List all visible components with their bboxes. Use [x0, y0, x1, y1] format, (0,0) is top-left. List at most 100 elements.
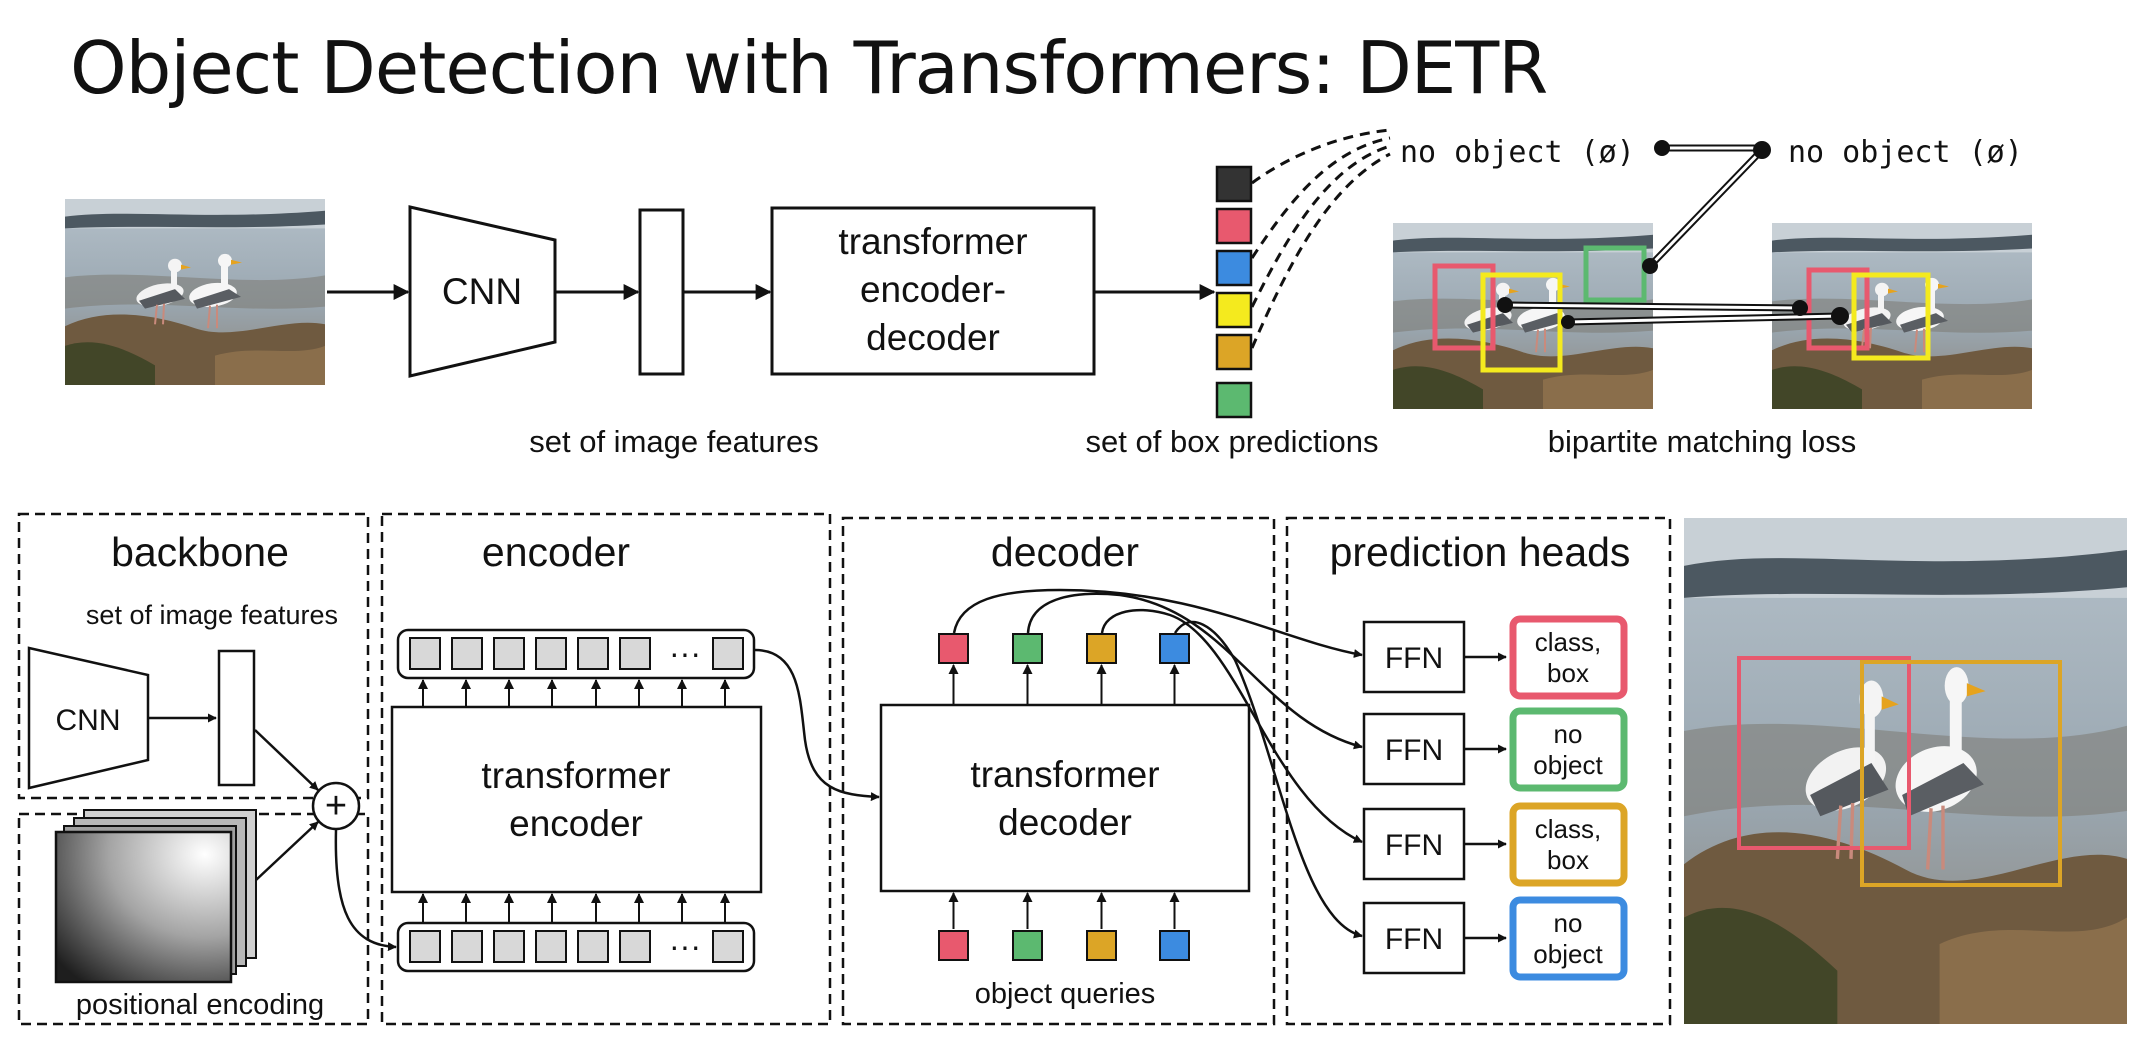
decoder-panel [841, 516, 1276, 1026]
encoder-input-token [535, 930, 567, 963]
encoder-output-token [493, 637, 525, 670]
output-box-gold [1860, 660, 2062, 887]
head-output-line-1: class, [1535, 814, 1601, 844]
encoder-output-ellipsis: ··· [669, 635, 701, 671]
object-queries-label: object queries [975, 978, 1156, 1010]
encoder-transformer-block [390, 705, 763, 894]
prediction-dashed-links [1250, 128, 1391, 349]
decoder-output-embedding [1159, 633, 1190, 664]
encoder-output-token [577, 637, 609, 670]
prediction-square-gold [1215, 333, 1253, 371]
caption-bipartite-matching: bipartite matching loss [1548, 424, 1856, 459]
gt-box-yellow [1851, 272, 1931, 361]
encoder-input-token [619, 930, 651, 963]
object-query [1086, 930, 1117, 961]
encoder-title: encoder [482, 529, 630, 575]
prediction-square-blue [1215, 249, 1253, 287]
top-transformer-line-2: encoder- [860, 269, 1006, 310]
backbone-feature-block [217, 649, 256, 787]
pred-box-green [1583, 245, 1647, 303]
head-output-line-1: no [1554, 719, 1583, 749]
arrow-encoder-to-decoder [754, 648, 880, 802]
encoder-input-token-row [409, 930, 744, 963]
ffn-block [1362, 712, 1466, 786]
decoder-box-line-2: decoder [998, 802, 1132, 843]
output-box-pink [1737, 656, 1911, 850]
head-output-box [1509, 802, 1628, 887]
encoder-input-token [409, 930, 441, 963]
object-query-embeddings [938, 892, 1190, 961]
top-transformer-line-1: transformer [838, 221, 1027, 262]
heads-title: prediction heads [1330, 529, 1631, 575]
decoder-output-embedding [1086, 633, 1117, 664]
ffn-label: FFN [1385, 642, 1443, 675]
top-feature-block [638, 208, 685, 376]
head-output-line-1: class, [1535, 627, 1601, 657]
encoder-output-arrows [418, 679, 730, 706]
arrow-positional-to-sum [255, 821, 319, 881]
matching-dots [1497, 140, 1849, 329]
ffn-label: FFN [1385, 734, 1443, 767]
head-output-box [1509, 707, 1628, 792]
prediction-square-yellow [1215, 291, 1253, 329]
encoder-panel [380, 512, 832, 1026]
object-query [938, 930, 969, 961]
ffn-block [1362, 901, 1466, 975]
decoder-title: decoder [991, 529, 1139, 575]
matching-image-predicted [1393, 223, 1653, 409]
decoder-output-embedding [1012, 633, 1043, 664]
positional-encoding-label: positional encoding [76, 989, 324, 1021]
head-output-line-2: box [1547, 845, 1589, 875]
encoder-output-token [451, 637, 483, 670]
encoder-input-ellipsis: ··· [669, 928, 701, 964]
encoder-output-token [409, 637, 441, 670]
ffn-label: FFN [1385, 923, 1443, 956]
decoder-transformer-block [879, 703, 1251, 893]
encoder-output-token-row [409, 637, 744, 670]
encoder-box-line-1: transformer [481, 755, 670, 796]
caption-image-features: set of image features [529, 424, 819, 459]
no-object-label-left: no object (ø) [1400, 135, 1635, 170]
matching-lines [1504, 144, 1841, 326]
backbone-title: backbone [111, 529, 289, 575]
head-output-box [1509, 896, 1628, 981]
object-query [1159, 930, 1190, 961]
head-output-line-2: object [1533, 939, 1603, 969]
prediction-square-green [1215, 381, 1253, 419]
encoder-box-line-2: encoder [509, 803, 643, 844]
encoder-input-arrows [418, 893, 730, 922]
top-transformer-line-3: decoder [866, 317, 1000, 358]
encoder-output-token [535, 637, 567, 670]
ffn-block [1362, 620, 1466, 694]
decoder-to-head-arrows [952, 588, 1363, 939]
backbone-cnn-block [27, 646, 150, 790]
positional-encoding-map [54, 830, 233, 984]
ffn-label: FFN [1385, 829, 1443, 862]
encoder-input-token [577, 930, 609, 963]
encoder-output-tokens [396, 628, 756, 680]
positional-encoding-stack [54, 809, 257, 984]
no-object-label-right: no object (ø) [1788, 135, 2023, 170]
pred-box-yellow [1480, 272, 1563, 373]
ffn-block [1362, 807, 1466, 881]
decoder-box-line-1: transformer [970, 754, 1159, 795]
encoder-output-token [619, 637, 651, 670]
encoder-output-token [712, 637, 744, 670]
top-transformer-block [770, 206, 1096, 376]
decoder-output-embedding [938, 633, 969, 664]
decoder-output-embeddings [938, 633, 1190, 704]
top-cnn-block [408, 205, 557, 378]
sum-node [311, 781, 361, 831]
backbone-panel [17, 512, 370, 800]
prediction-square-dark [1215, 165, 1253, 203]
arrow-sum-to-encoder-tokens [334, 829, 397, 952]
gt-box-pink [1806, 267, 1870, 351]
positional-panel [17, 812, 370, 1026]
pred-box-pink [1432, 263, 1496, 351]
input-image [65, 199, 325, 385]
box-prediction-stack [1215, 165, 1253, 419]
head-output-line-2: object [1533, 750, 1603, 780]
backbone-features-label: set of image features [86, 600, 338, 630]
